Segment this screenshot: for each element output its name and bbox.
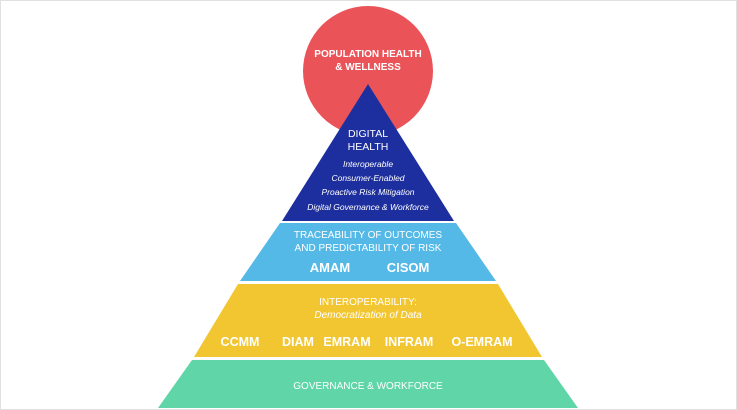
traceability-tier — [240, 223, 496, 281]
population-health-line2: & WELLNESS — [335, 62, 401, 73]
digital-health-item: Interoperable — [343, 159, 393, 169]
digital-health-item: Proactive Risk Mitigation — [321, 187, 414, 197]
model-label-emram: EMRAM — [323, 335, 370, 349]
model-label-infram: INFRAM — [385, 335, 434, 349]
model-label-cisom: CISOM — [387, 260, 430, 275]
model-label-amam: AMAM — [310, 260, 350, 275]
interoperability-title: INTEROPERABILITY: — [319, 297, 417, 308]
digital-health-title-line2: HEALTH — [348, 141, 389, 153]
model-label-o-emram: O-EMRAM — [451, 335, 512, 349]
model-label-ccmm: CCMM — [221, 335, 260, 349]
traceability-line2: AND PREDICTABILITY OF RISK — [295, 243, 442, 254]
digital-health-item: Consumer-Enabled — [331, 173, 404, 183]
governance-tier — [158, 360, 578, 408]
digital-health-title-line1: DIGITAL — [348, 128, 388, 140]
model-label-diam: DIAM — [282, 335, 314, 349]
interoperability-subtitle: Democratization of Data — [314, 310, 422, 321]
governance-label: GOVERNANCE & WORKFORCE — [293, 381, 443, 392]
interoperability-tier — [194, 284, 542, 357]
population-health-line1: POPULATION HEALTH — [314, 49, 421, 60]
digital-health-tier — [282, 84, 454, 221]
population-health-circle — [303, 6, 433, 136]
digital-health-item: Digital Governance & Workforce — [307, 202, 429, 212]
traceability-line1: TRACEABILITY OF OUTCOMES — [294, 230, 442, 241]
